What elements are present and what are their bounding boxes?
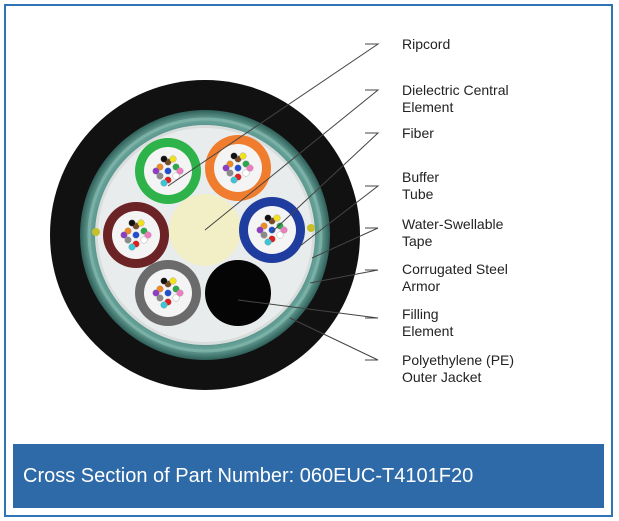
fiber-bundles bbox=[120, 152, 288, 309]
label-ripcord: Ripcord bbox=[402, 36, 451, 52]
fiber-dot bbox=[160, 179, 168, 187]
ripcord-right bbox=[307, 224, 315, 232]
fiber-dot bbox=[169, 155, 177, 163]
fiber-dot bbox=[124, 236, 132, 244]
fiber-dot bbox=[226, 169, 234, 177]
leader-lines bbox=[167, 43, 380, 361]
fiber-dot bbox=[156, 172, 164, 180]
fiber-dot bbox=[260, 231, 268, 239]
fiber-dot bbox=[169, 277, 177, 285]
fiber-dot bbox=[264, 238, 272, 246]
fiber-dot bbox=[230, 152, 238, 160]
fiber-dot bbox=[164, 289, 172, 297]
fiber-dot bbox=[276, 231, 284, 239]
fiber-dot bbox=[140, 236, 148, 244]
filling-element bbox=[205, 260, 271, 326]
fiber-dot bbox=[264, 214, 272, 222]
caption-text: Cross Section of Part Number: 060EUC-T41… bbox=[23, 464, 474, 487]
fiber-dot bbox=[152, 167, 160, 175]
fiber-dot bbox=[160, 301, 168, 309]
fiber-dot bbox=[234, 164, 242, 172]
fiber-dot bbox=[128, 219, 136, 227]
fiber-dot bbox=[144, 231, 152, 239]
fiber-dot bbox=[246, 164, 254, 172]
fiber-dot bbox=[120, 231, 128, 239]
fiber-dot bbox=[156, 294, 164, 302]
fiber-dot bbox=[172, 172, 180, 180]
fiber-dot bbox=[176, 167, 184, 175]
fiber-dot bbox=[239, 152, 247, 160]
fiber-dot bbox=[268, 226, 276, 234]
fiber-dot bbox=[256, 226, 264, 234]
fiber-dot bbox=[242, 169, 250, 177]
fiber-dot bbox=[176, 289, 184, 297]
fiber-dot bbox=[164, 167, 172, 175]
label-fiber: Fiber bbox=[402, 125, 434, 141]
fiber-dot bbox=[152, 289, 160, 297]
fiber-dot bbox=[273, 214, 281, 222]
fiber-dot bbox=[280, 226, 288, 234]
fiber-dot bbox=[222, 164, 230, 172]
fiber-dot bbox=[160, 155, 168, 163]
fiber-dot bbox=[128, 243, 136, 251]
label-outer-jacket: Polyethylene (PE)Outer Jacket bbox=[402, 352, 515, 385]
fiber-dot bbox=[172, 294, 180, 302]
fiber-dot bbox=[160, 277, 168, 285]
fiber-dot bbox=[230, 176, 238, 184]
fiber-dot bbox=[132, 231, 140, 239]
fiber-dot bbox=[137, 219, 145, 227]
figure-caption: Cross Section of Part Number: 060EUC-T41… bbox=[13, 444, 604, 508]
ripcord-left bbox=[92, 228, 100, 236]
